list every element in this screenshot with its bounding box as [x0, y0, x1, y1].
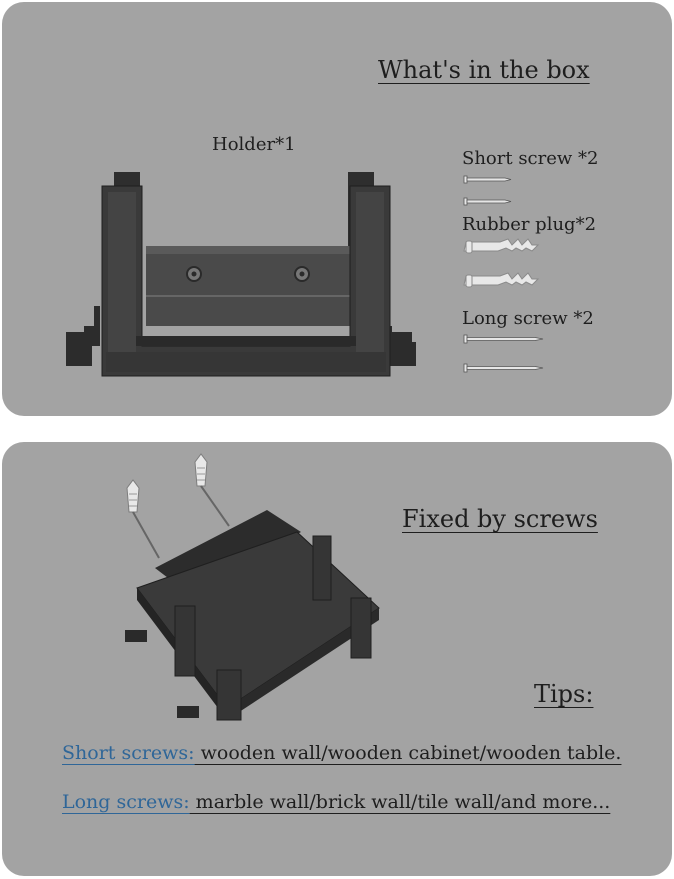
rubber-plug-icon — [463, 238, 540, 288]
fixed-by-screws-title: Fixed by screws — [402, 505, 598, 533]
tip-short-screws-text: wooden wall/wooden cabinet/wooden table. — [194, 742, 622, 764]
fixed-by-screws-panel: Fixed by screws Tips: Short screws: wood… — [2, 442, 672, 876]
tip-long-screws-text: marble wall/brick wall/tile wall/and mor… — [189, 791, 611, 813]
tip-long-screws: Long screws: marble wall/brick wall/tile… — [62, 793, 610, 812]
tip-short-screws-key: Short screws: — [62, 742, 195, 764]
plug-screw-left — [126, 479, 160, 559]
long-screw-label: Long screw *2 — [462, 308, 594, 329]
short-screw-label: Short screw *2 — [462, 148, 599, 169]
short-screw-icon — [463, 175, 512, 206]
tip-short-screws: Short screws: wooden wall/wooden cabinet… — [62, 744, 621, 763]
holder-label: Holder*1 — [212, 134, 296, 155]
rubber-plug-label: Rubber plug*2 — [462, 214, 597, 235]
long-screw-icon — [463, 334, 544, 373]
mounted-holder-image — [125, 453, 380, 721]
tips-title: Tips: — [534, 680, 594, 708]
plug-screw-right — [194, 453, 230, 527]
whats-in-the-box-panel: What's in the box Holder*1 Short screw *… — [2, 2, 672, 416]
holder-image — [66, 172, 416, 377]
box-title: What's in the box — [378, 56, 590, 84]
tip-long-screws-key: Long screws: — [62, 791, 190, 813]
